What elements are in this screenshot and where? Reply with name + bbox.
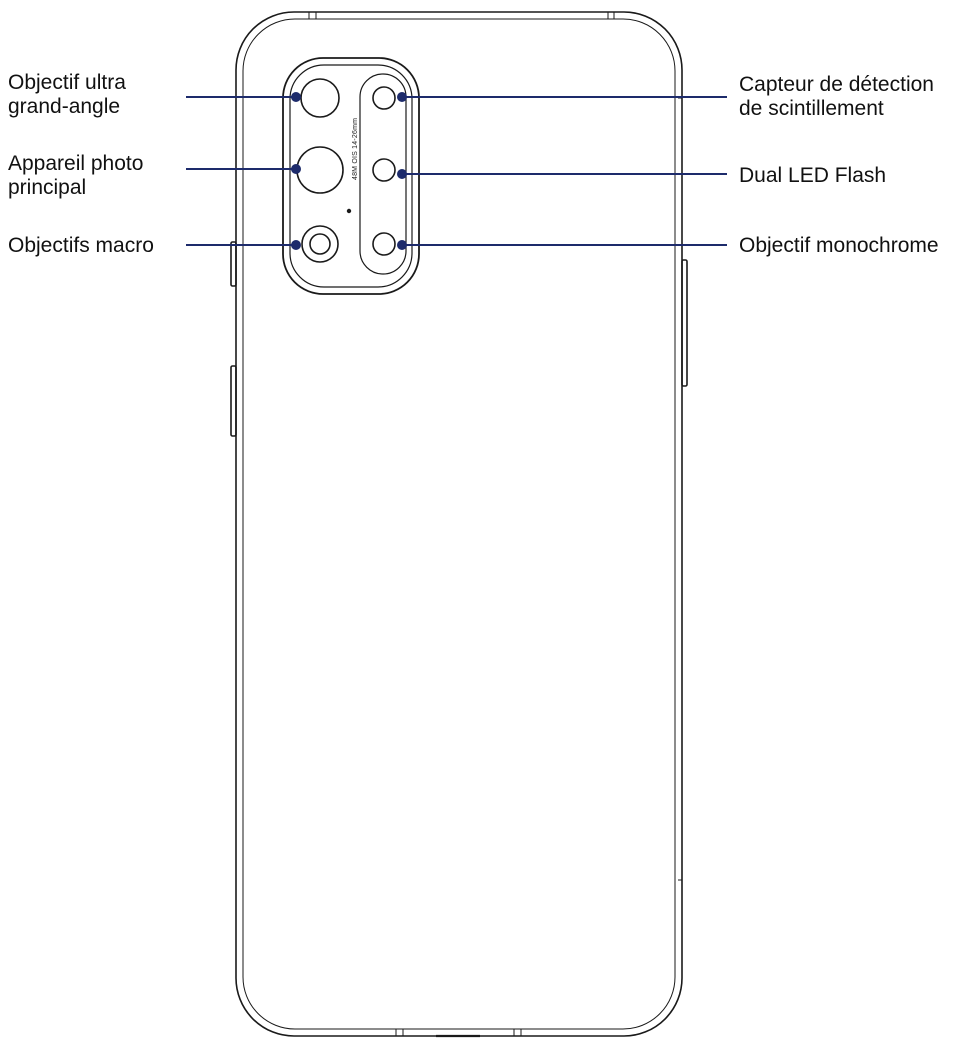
ultra-wide-lens — [300, 78, 340, 118]
callout-dot-flicker — [397, 92, 407, 102]
camera-spec-text: 48M OIS 14-26mm — [352, 117, 359, 180]
dual-led-flash — [372, 158, 396, 182]
phone-body-inner-edge — [242, 18, 676, 1030]
label-main-camera-line2: principal — [8, 176, 87, 199]
macro-lens-ring — [301, 225, 339, 263]
callout-dot-mono — [397, 240, 407, 250]
label-macro-line1: Objectifs macro — [8, 234, 154, 257]
power-button — [681, 259, 688, 387]
callout-dot-flash — [397, 169, 407, 179]
label-macro-lens: Objectifs macro — [8, 234, 154, 258]
label-mono-line1: Objectif monochrome — [739, 234, 939, 257]
label-flicker-line2: de scintillement — [739, 97, 884, 120]
label-main-camera-line1: Appareil photo — [8, 152, 144, 175]
label-flash-line1: Dual LED Flash — [739, 164, 887, 187]
label-monochrome-lens: Objectif monochrome — [739, 234, 939, 258]
camera-module-outer — [282, 57, 420, 295]
label-ultra-wide-lens: Objectif ultra grand-angle — [8, 71, 126, 119]
flicker-sensor — [372, 86, 396, 110]
macro-lens — [309, 233, 331, 255]
label-dual-led-flash: Dual LED Flash — [739, 164, 886, 188]
callout-dot-main-camera — [291, 164, 301, 174]
monochrome-lens — [372, 232, 396, 256]
volume-button-lower — [230, 365, 237, 437]
label-flicker-sensor: Capteur de détection de scintillement — [739, 73, 934, 121]
spec-dot — [346, 208, 352, 214]
camera-module-inner — [289, 64, 413, 288]
callout-dot-macro — [291, 240, 301, 250]
label-flicker-line1: Capteur de détection — [739, 73, 934, 96]
label-main-camera: Appareil photo principal — [8, 152, 143, 200]
volume-button-upper — [230, 241, 237, 287]
label-ultra-wide-line2: grand-angle — [8, 95, 121, 118]
phone-body-outline — [235, 11, 683, 1037]
callout-dot-ultra-wide — [291, 92, 301, 102]
main-camera-lens — [296, 146, 344, 194]
label-ultra-wide-line1: Objectif ultra — [8, 71, 126, 94]
